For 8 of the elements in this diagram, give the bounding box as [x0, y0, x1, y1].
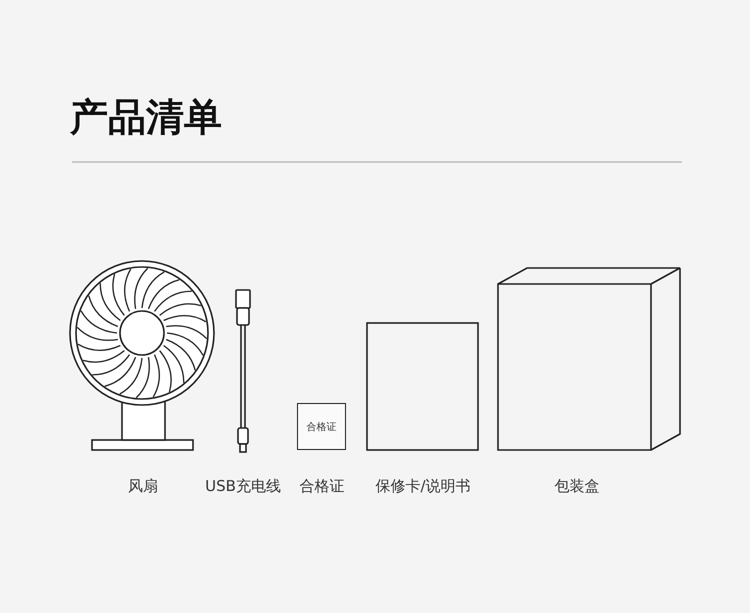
item-label: 保修卡/说明书: [375, 477, 471, 496]
item-label: 合格证: [300, 477, 344, 496]
item-label: USB充电线: [205, 477, 281, 496]
item-label: 包装盒: [554, 477, 600, 496]
certificate-card: [297, 403, 346, 450]
card-text: 合格证: [306, 420, 336, 434]
page-title: 产品清单: [70, 94, 222, 141]
item-label: 风扇: [128, 477, 158, 496]
